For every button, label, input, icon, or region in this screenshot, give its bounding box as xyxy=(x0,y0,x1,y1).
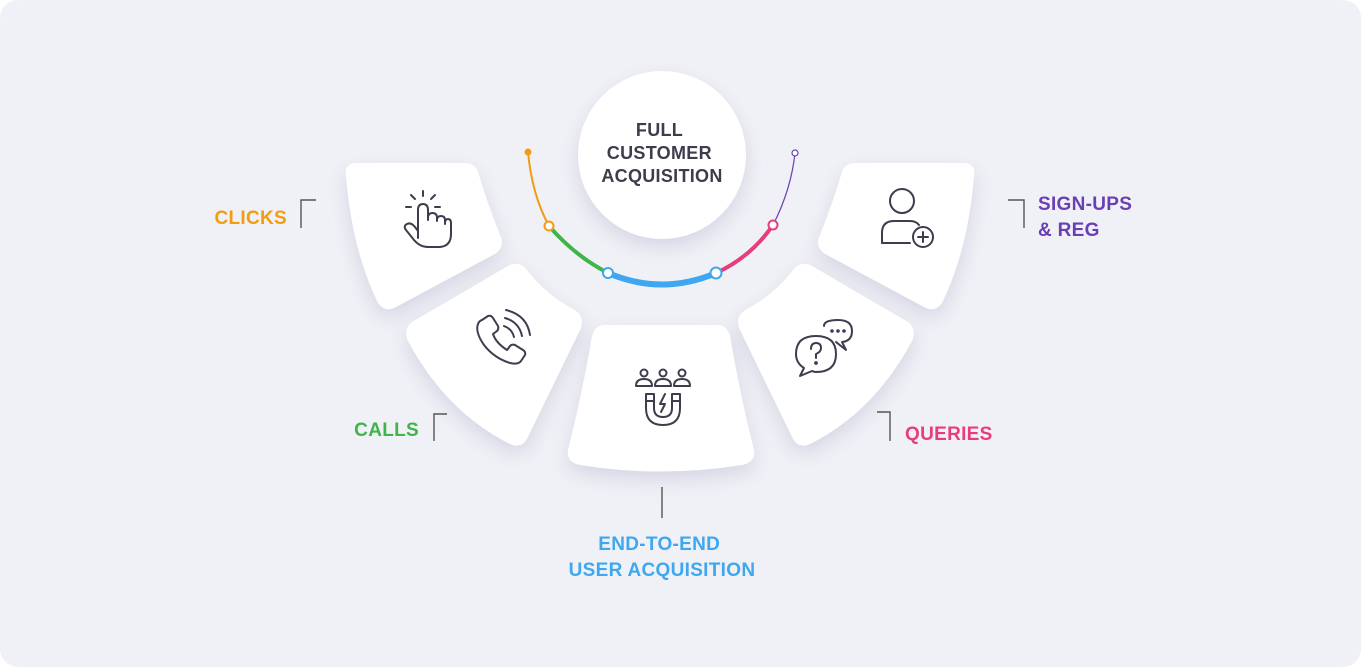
icons xyxy=(403,188,934,426)
center-title: FULL CUSTOMER ACQUISITION xyxy=(601,120,722,186)
center-title-line-2: CUSTOMER xyxy=(607,143,712,163)
label-queries-line-1: QUERIES xyxy=(905,424,993,445)
label-end-to-end-line-2: USER ACQUISITION xyxy=(569,560,756,581)
arc-node-e2e-queries xyxy=(709,266,723,280)
label-calls-line-1: CALLS xyxy=(354,420,419,441)
progress-arc xyxy=(524,148,799,288)
arc-node-calls-e2e xyxy=(602,267,614,279)
card-queries[interactable] xyxy=(738,263,914,446)
segment-labels: CLICKS CALLS END-TO-END USER ACQUISITION… xyxy=(214,194,1138,581)
arc-end-dot xyxy=(791,149,799,157)
arc-start-dot xyxy=(524,148,532,156)
connectors xyxy=(300,199,1025,518)
card-signups[interactable] xyxy=(818,163,975,310)
label-queries: QUERIES xyxy=(905,424,993,445)
add-user-icon xyxy=(881,188,934,248)
label-signups-line-1: SIGN-UPS xyxy=(1038,194,1132,215)
label-end-to-end: END-TO-END USER ACQUISITION xyxy=(569,534,756,581)
label-clicks-line-1: CLICKS xyxy=(214,208,287,229)
arc-segment-queries xyxy=(714,223,775,275)
arc-segment-calls xyxy=(547,224,610,275)
question-chat-icon xyxy=(795,319,853,377)
connector-clicks xyxy=(300,199,316,228)
arc-node-queries-signups xyxy=(767,219,779,231)
label-calls: CALLS xyxy=(354,420,419,441)
center-title-line-3: ACQUISITION xyxy=(601,166,722,186)
center-circle xyxy=(578,71,746,239)
pointer-click-icon xyxy=(403,190,452,248)
connector-calls xyxy=(433,413,447,441)
label-signups: SIGN-UPS & REG xyxy=(1038,194,1138,241)
label-end-to-end-line-1: END-TO-END xyxy=(598,534,720,555)
arc-segment-end-to-end xyxy=(605,270,719,288)
arc-segment-clicks xyxy=(527,151,550,227)
label-signups-line-2: & REG xyxy=(1038,220,1100,241)
center-hub: FULL CUSTOMER ACQUISITION xyxy=(578,71,746,239)
magnet-users-icon xyxy=(635,368,691,426)
label-clicks: CLICKS xyxy=(214,208,287,229)
connector-queries xyxy=(877,411,891,441)
card-clicks[interactable] xyxy=(345,163,502,310)
card-end-to-end[interactable] xyxy=(567,325,755,472)
connector-signups xyxy=(1008,199,1025,228)
phone-ringing-icon xyxy=(476,309,531,365)
center-title-line-1: FULL xyxy=(636,120,683,140)
arc-node-clicks-calls xyxy=(543,220,555,232)
arc-segment-signups xyxy=(772,152,796,226)
